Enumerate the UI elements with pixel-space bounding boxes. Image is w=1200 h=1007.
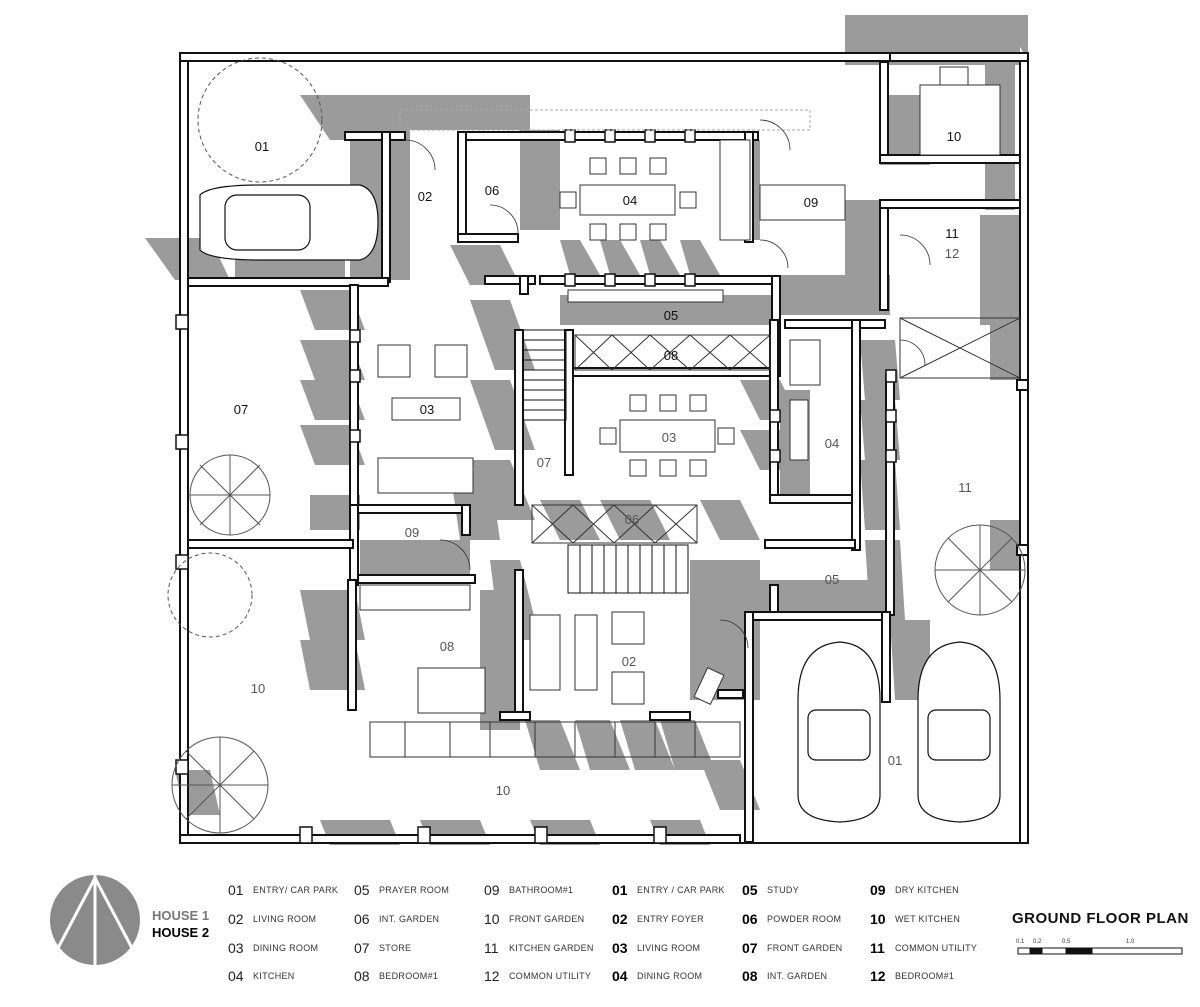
legend-number: 05 bbox=[742, 882, 758, 898]
scale-tick-label: 0.1 bbox=[1016, 939, 1025, 945]
room-label: 10 bbox=[251, 681, 265, 696]
legend-number: 11 bbox=[870, 940, 885, 956]
legend-number: 08 bbox=[742, 968, 758, 984]
legend-room-name: BEDROOM#1 bbox=[379, 971, 439, 981]
legend-room-name: WET KITCHEN bbox=[895, 914, 961, 924]
room-label: 05 bbox=[825, 572, 839, 587]
room-label: 10 bbox=[947, 129, 961, 144]
plan-title: GROUND FLOOR PLAN bbox=[1012, 910, 1189, 927]
legend-number: 10 bbox=[484, 911, 500, 927]
legend-room-name: INT. GARDEN bbox=[379, 914, 440, 924]
legend-room-name: ENTRY FOYER bbox=[637, 914, 704, 924]
furniture-layer bbox=[359, 66, 1001, 714]
house-label-2: HOUSE 2 bbox=[152, 925, 210, 940]
room-label: 01 bbox=[888, 753, 902, 768]
room-label: 02 bbox=[622, 654, 636, 669]
legend-number: 12 bbox=[484, 968, 500, 984]
legend-room-name: LIVING ROOM bbox=[253, 914, 317, 924]
legend-number: 05 bbox=[354, 882, 370, 898]
legend-room-name: COMMON UTILITY bbox=[895, 943, 978, 953]
scale-tick-label: 1.0 bbox=[1126, 939, 1135, 945]
legend-room-name: FRONT GARDEN bbox=[767, 943, 843, 953]
legend-number: 04 bbox=[612, 968, 628, 984]
int-garden-hatch bbox=[369, 317, 1021, 758]
room-label: 04 bbox=[623, 193, 637, 208]
room-label: 05 bbox=[664, 308, 678, 323]
north-arrow-icon bbox=[50, 875, 140, 965]
room-label: 04 bbox=[825, 436, 839, 451]
tree-3 bbox=[167, 552, 253, 638]
legend-number: 07 bbox=[354, 940, 370, 956]
room-label: 06 bbox=[625, 512, 639, 527]
room-label: 06 bbox=[485, 183, 499, 198]
legend-number: 03 bbox=[612, 940, 628, 956]
legend-number: 07 bbox=[742, 940, 758, 956]
legend-room-name: ENTRY/ CAR PARK bbox=[253, 885, 339, 895]
room-label: 11 bbox=[945, 226, 959, 241]
legend-room-name: INT. GARDEN bbox=[767, 971, 828, 981]
legend-number: 03 bbox=[228, 940, 244, 956]
legend-number: 09 bbox=[870, 882, 886, 898]
room-label: 07 bbox=[537, 455, 551, 470]
legend-room-name: POWDER ROOM bbox=[767, 914, 842, 924]
legend-number: 01 bbox=[612, 882, 628, 898]
room-label: 11 bbox=[958, 480, 972, 495]
legend-number: 09 bbox=[484, 882, 500, 898]
scale-tick-label: 0.5 bbox=[1062, 939, 1071, 945]
room-label: 02 bbox=[418, 189, 432, 204]
room-label: 07 bbox=[234, 402, 248, 417]
legend-number: 02 bbox=[612, 911, 628, 927]
legend-number: 12 bbox=[870, 968, 886, 984]
legend-room-name: FRONT GARDEN bbox=[509, 914, 585, 924]
trees bbox=[167, 57, 1026, 834]
room-labels: 01 02 06 04 09 10 11 12 05 08 07 03 03 0… bbox=[234, 129, 972, 798]
scale-bar-icon bbox=[1017, 947, 1183, 955]
room-label: 08 bbox=[440, 639, 454, 654]
legend-room-name: DINING ROOM bbox=[637, 971, 703, 981]
legend-number: 04 bbox=[228, 968, 244, 984]
room-label: 03 bbox=[662, 430, 676, 445]
tree-1 bbox=[197, 57, 323, 183]
legend-room-name: KITCHEN bbox=[253, 971, 295, 981]
legend-room-name: COMMON UTILITY bbox=[509, 971, 592, 981]
room-label: 09 bbox=[405, 525, 419, 540]
legend-room-name: BATHROOM#1 bbox=[509, 885, 574, 895]
room-label: 08 bbox=[664, 348, 678, 363]
room-label: 09 bbox=[804, 195, 818, 210]
room-label: 10 bbox=[496, 783, 510, 798]
legend-number: 06 bbox=[742, 911, 758, 927]
legend-room-name: BEDROOM#1 bbox=[895, 971, 955, 981]
cars bbox=[199, 184, 1001, 823]
legend-number: 11 bbox=[484, 940, 499, 956]
room-label: 01 bbox=[255, 139, 269, 154]
legend-number: 02 bbox=[228, 911, 244, 927]
stairs bbox=[522, 329, 689, 594]
legend-number: 10 bbox=[870, 911, 886, 927]
legend-number: 01 bbox=[228, 882, 244, 898]
legend-room-name: PRAYER ROOM bbox=[379, 885, 450, 895]
legend-number: 06 bbox=[354, 911, 370, 927]
walls-layer bbox=[179, 52, 1029, 844]
legend-room-name: STORE bbox=[379, 943, 412, 953]
legend-room-name: DRY KITCHEN bbox=[895, 885, 959, 895]
room-label: 03 bbox=[420, 402, 434, 417]
doors bbox=[404, 119, 931, 649]
scale-tick-label: 0.2 bbox=[1033, 939, 1042, 945]
legend-room-name: ENTRY / CAR PARK bbox=[637, 885, 725, 895]
house-label-1: HOUSE 1 bbox=[152, 908, 210, 923]
legend-number: 08 bbox=[354, 968, 370, 984]
room-label: 12 bbox=[945, 246, 959, 261]
legend-room-name: DINING ROOM bbox=[253, 943, 319, 953]
legend-room-name: KITCHEN GARDEN bbox=[509, 943, 594, 953]
legend-room-name: LIVING ROOM bbox=[637, 943, 701, 953]
legend-room-name: STUDY bbox=[767, 885, 800, 895]
